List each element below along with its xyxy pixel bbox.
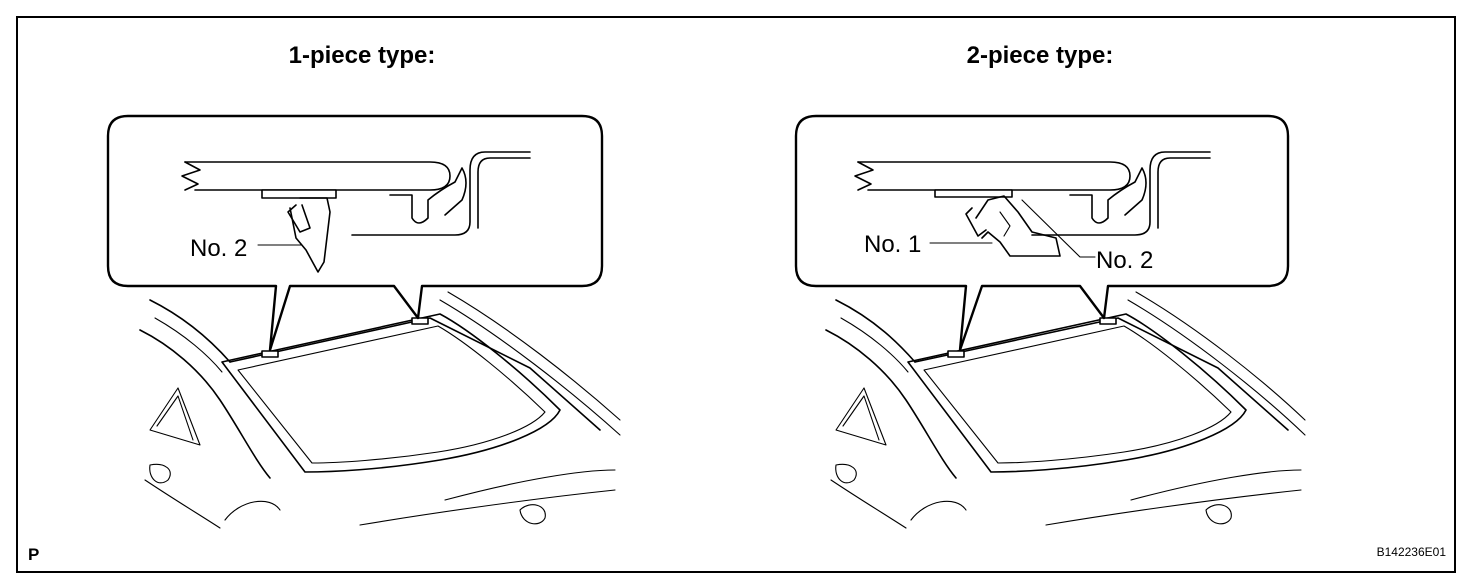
rear-window-outer [221,313,561,473]
side-window-inner-2 [842,395,880,441]
panel-title-1-piece: 1-piece type: [289,42,436,69]
label-no1: No. 1 [864,231,921,258]
clip-no2-base [261,189,337,199]
figure-code: B142236E01 [1377,545,1447,559]
lower-body-line [359,489,616,526]
pillar-outer [139,329,271,479]
pillar-inner [154,317,223,373]
corner-mark: P [28,545,39,564]
trunk-side-line-4 [1135,291,1306,421]
side-window-inner [156,395,194,441]
roof-panel-section-2 [857,161,1131,191]
car-rear-illustration [139,291,621,529]
trunk-side-line-2 [447,291,621,421]
rear-window-inner [237,325,546,464]
cross-section-2-piece: No. 1 No. 2 [854,151,1211,274]
roof-line [149,299,231,363]
pillar-inner-2 [840,317,909,373]
trunk-side-line-3 [1127,299,1306,436]
rear-bumper-line [444,469,616,501]
callout-bubble-1-piece [106,114,604,352]
callout-bubble-2-piece [794,114,1290,352]
roof-rail-inner [477,157,531,229]
body-crease-2 [830,479,907,529]
clip-no2-body [289,197,331,273]
panel-title-2-piece: 2-piece type: [967,42,1114,69]
roof-panel-section [184,161,451,191]
trunk-lid-edge-2 [914,317,1289,431]
label-no2: No. 2 [190,235,247,262]
trunk-side-line [439,299,621,436]
clip-marker-front-2 [947,350,965,358]
cross-section-1-piece: No. 2 [181,151,531,273]
rear-window-outer-2 [907,313,1247,473]
lower-body-line-2 [1045,489,1302,526]
body-crease [144,479,221,529]
weatherstrip-2 [1069,167,1147,224]
clip-no1-inner [999,211,1011,237]
break-mark [181,161,201,191]
quarter-panel [224,500,281,521]
clip-no2-hook [287,204,311,233]
roof-rail-inner-2 [1157,157,1211,229]
clip-marker-front [261,350,279,358]
side-window-frame-2 [835,387,887,446]
quarter-panel-2 [910,500,967,521]
clip-no1-body [975,195,1061,257]
car-rear-illustration-2 [825,291,1306,529]
clip-no1-hook [965,207,987,237]
diagram-frame [16,16,1456,573]
rear-window-inner-2 [923,325,1232,464]
roof-rail-2 [1031,151,1211,236]
clip-marker-rear-2 [1099,317,1117,325]
pillar-outer-2 [825,329,957,479]
leader-no2-right [1021,199,1096,258]
roof-rail [351,151,531,236]
roof-line-2 [835,299,916,363]
label-no2-right: No. 2 [1096,247,1153,274]
break-mark-2 [854,161,874,191]
weatherstrip [389,167,467,224]
side-window-frame [149,387,201,446]
rear-bumper-line-2 [1130,469,1302,501]
door-handle [149,463,171,484]
tail-lamp-2 [1205,504,1232,525]
trunk-lid-edge [229,317,601,431]
clip-marker-rear [411,317,429,325]
panel-1-piece: 1-piece type: [106,42,621,529]
panel-2-piece: 2-piece type: [794,42,1306,529]
tail-lamp [519,504,546,525]
clip-no2-retainer [934,189,1013,198]
door-handle-2 [835,463,857,484]
